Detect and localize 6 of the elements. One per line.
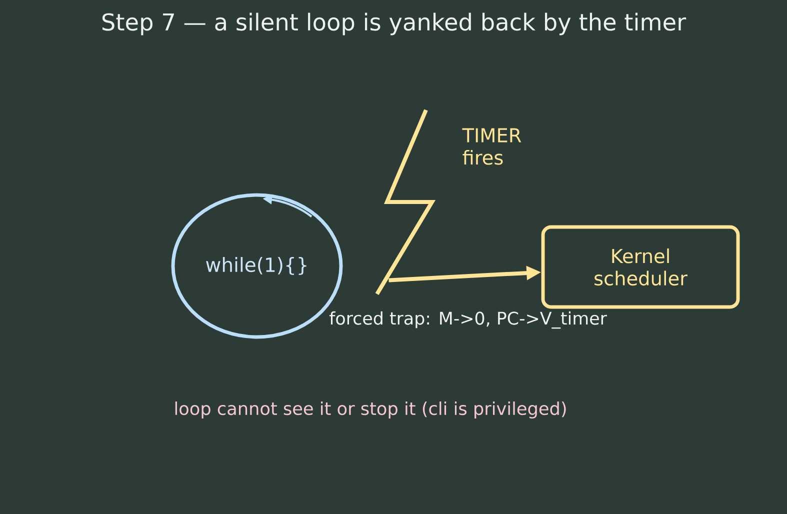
note: loop cannot see it or stop it (cli is privileged): [175, 401, 566, 419]
node-caption: TIMER fires: [462, 128, 522, 165]
lightning-bolt: [375, 109, 436, 296]
edge-label: forced trap: M->0, PC->V_timer: [329, 311, 607, 329]
title: Step 7 — a silent loop is yanked back by the timer: [102, 12, 686, 36]
process-box: Kernel scheduler: [541, 225, 740, 309]
